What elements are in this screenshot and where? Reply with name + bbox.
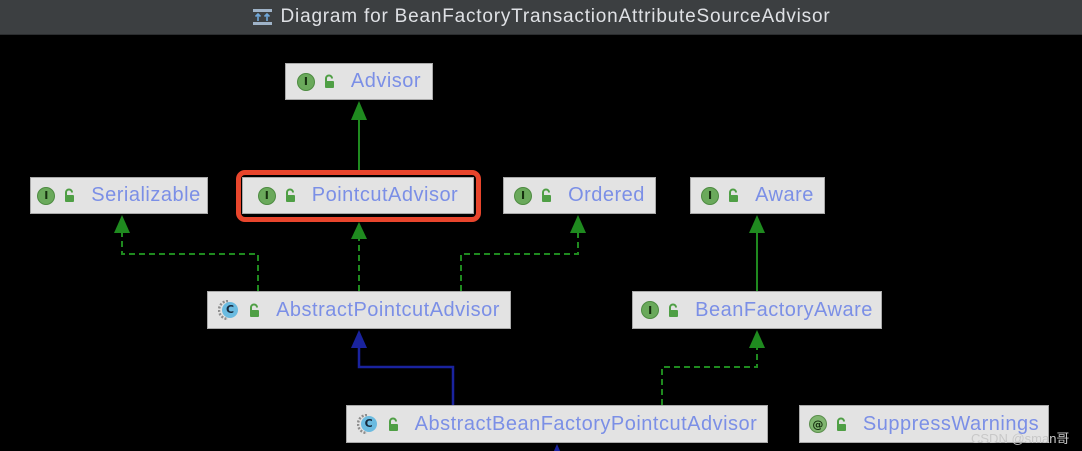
arrowhead [570,215,586,233]
interface-icon-letter: I [44,189,49,202]
node-advisor[interactable]: I Advisor [285,63,433,100]
interface-icon-letter: I [303,75,308,88]
node-label: Serializable [91,184,201,206]
diagram-icon [252,8,273,26]
interface-icon: I [514,186,533,205]
diagram-canvas[interactable]: I Advisor I Serializable I PointcutAdvis… [0,35,1082,451]
node-abstract-bean-factory-pointcut-advisor[interactable]: C AbstractBeanFactoryPointcutAdvisor [346,405,768,443]
arrowhead [749,330,765,348]
window-title: Diagram for BeanFactoryTransactionAttrib… [280,6,831,27]
node-suppress-warnings[interactable]: @ SuppressWarnings [799,405,1049,443]
edge-abstract-pointcut-advisor-to-pointcut-advisor [351,222,367,291]
interface-icon: I [37,186,56,205]
arrowhead [351,101,367,120]
edge-line [121,231,259,291]
window-titlebar: Diagram for BeanFactoryTransactionAttrib… [0,0,1082,35]
arrowhead [553,444,561,451]
edge-pointcut-advisor-to-advisor [351,101,367,172]
interface-icon: I [257,186,276,205]
edge-line [357,346,455,405]
node-bean-factory-aware[interactable]: I BeanFactoryAware [632,291,882,329]
lock-open-icon [248,303,261,318]
annotation-icon-letter: @ [812,417,824,431]
interface-icon-letter: I [648,303,653,317]
node-label: SuppressWarnings [862,412,1040,435]
node-label: Ordered [568,184,645,206]
annotation-icon: @ [808,415,827,433]
arrowhead [351,330,367,348]
interface-icon-letter: I [521,189,526,202]
lock-open-icon [835,417,848,432]
node-aware[interactable]: I Aware [690,177,825,214]
node-label: PointcutAdvisor [311,184,459,206]
abstract-class-icon-letter: C [364,417,373,430]
abstract-class-icon-letter: C [226,303,235,316]
arrowhead [114,215,130,233]
lock-open-icon [63,188,76,203]
abstract-class-icon: C [356,414,379,434]
node-label: BeanFactoryAware [695,298,873,321]
interface-icon: I [641,301,660,319]
node-ordered[interactable]: I Ordered [503,177,656,214]
lock-open-icon [284,188,297,203]
edge-abstract-bf-pointcut-advisor-to-abstract-pointcut-advisor [351,330,455,405]
edge-line [460,231,579,291]
interface-icon-letter: I [264,189,269,202]
node-label: AbstractBeanFactoryPointcutAdvisor [414,412,758,435]
edge-abstract-pointcut-advisor-to-ordered [460,215,586,291]
lock-open-icon [387,417,400,432]
interface-icon: I [701,186,720,205]
node-pointcut-advisor[interactable]: I PointcutAdvisor [242,177,474,214]
node-label: Advisor [350,70,422,92]
interface-icon-letter: I [708,189,713,202]
lock-open-icon [727,188,740,203]
abstract-class-icon: C [218,300,240,320]
diagram-edges [114,101,765,451]
lock-open-icon [540,188,553,203]
lock-open-icon [323,74,336,89]
arrowhead [749,215,765,233]
node-label: AbstractPointcutAdvisor [276,298,500,321]
edge-abstract-bf-pointcut-advisor-to-bean-factory-aware [661,330,765,405]
interface-icon: I [296,72,315,91]
arrowhead [351,222,367,239]
node-serializable[interactable]: I Serializable [30,177,208,214]
edge-bean-factory-aware-to-aware [749,215,765,291]
node-label: Aware [755,184,814,206]
edge-from-below-to-abstract-bf-pointcut-advisor [553,444,561,451]
edge-line [661,346,758,405]
lock-open-icon [667,303,680,318]
node-abstract-pointcut-advisor[interactable]: C AbstractPointcutAdvisor [207,291,511,329]
edge-abstract-pointcut-advisor-to-serializable [114,215,259,291]
